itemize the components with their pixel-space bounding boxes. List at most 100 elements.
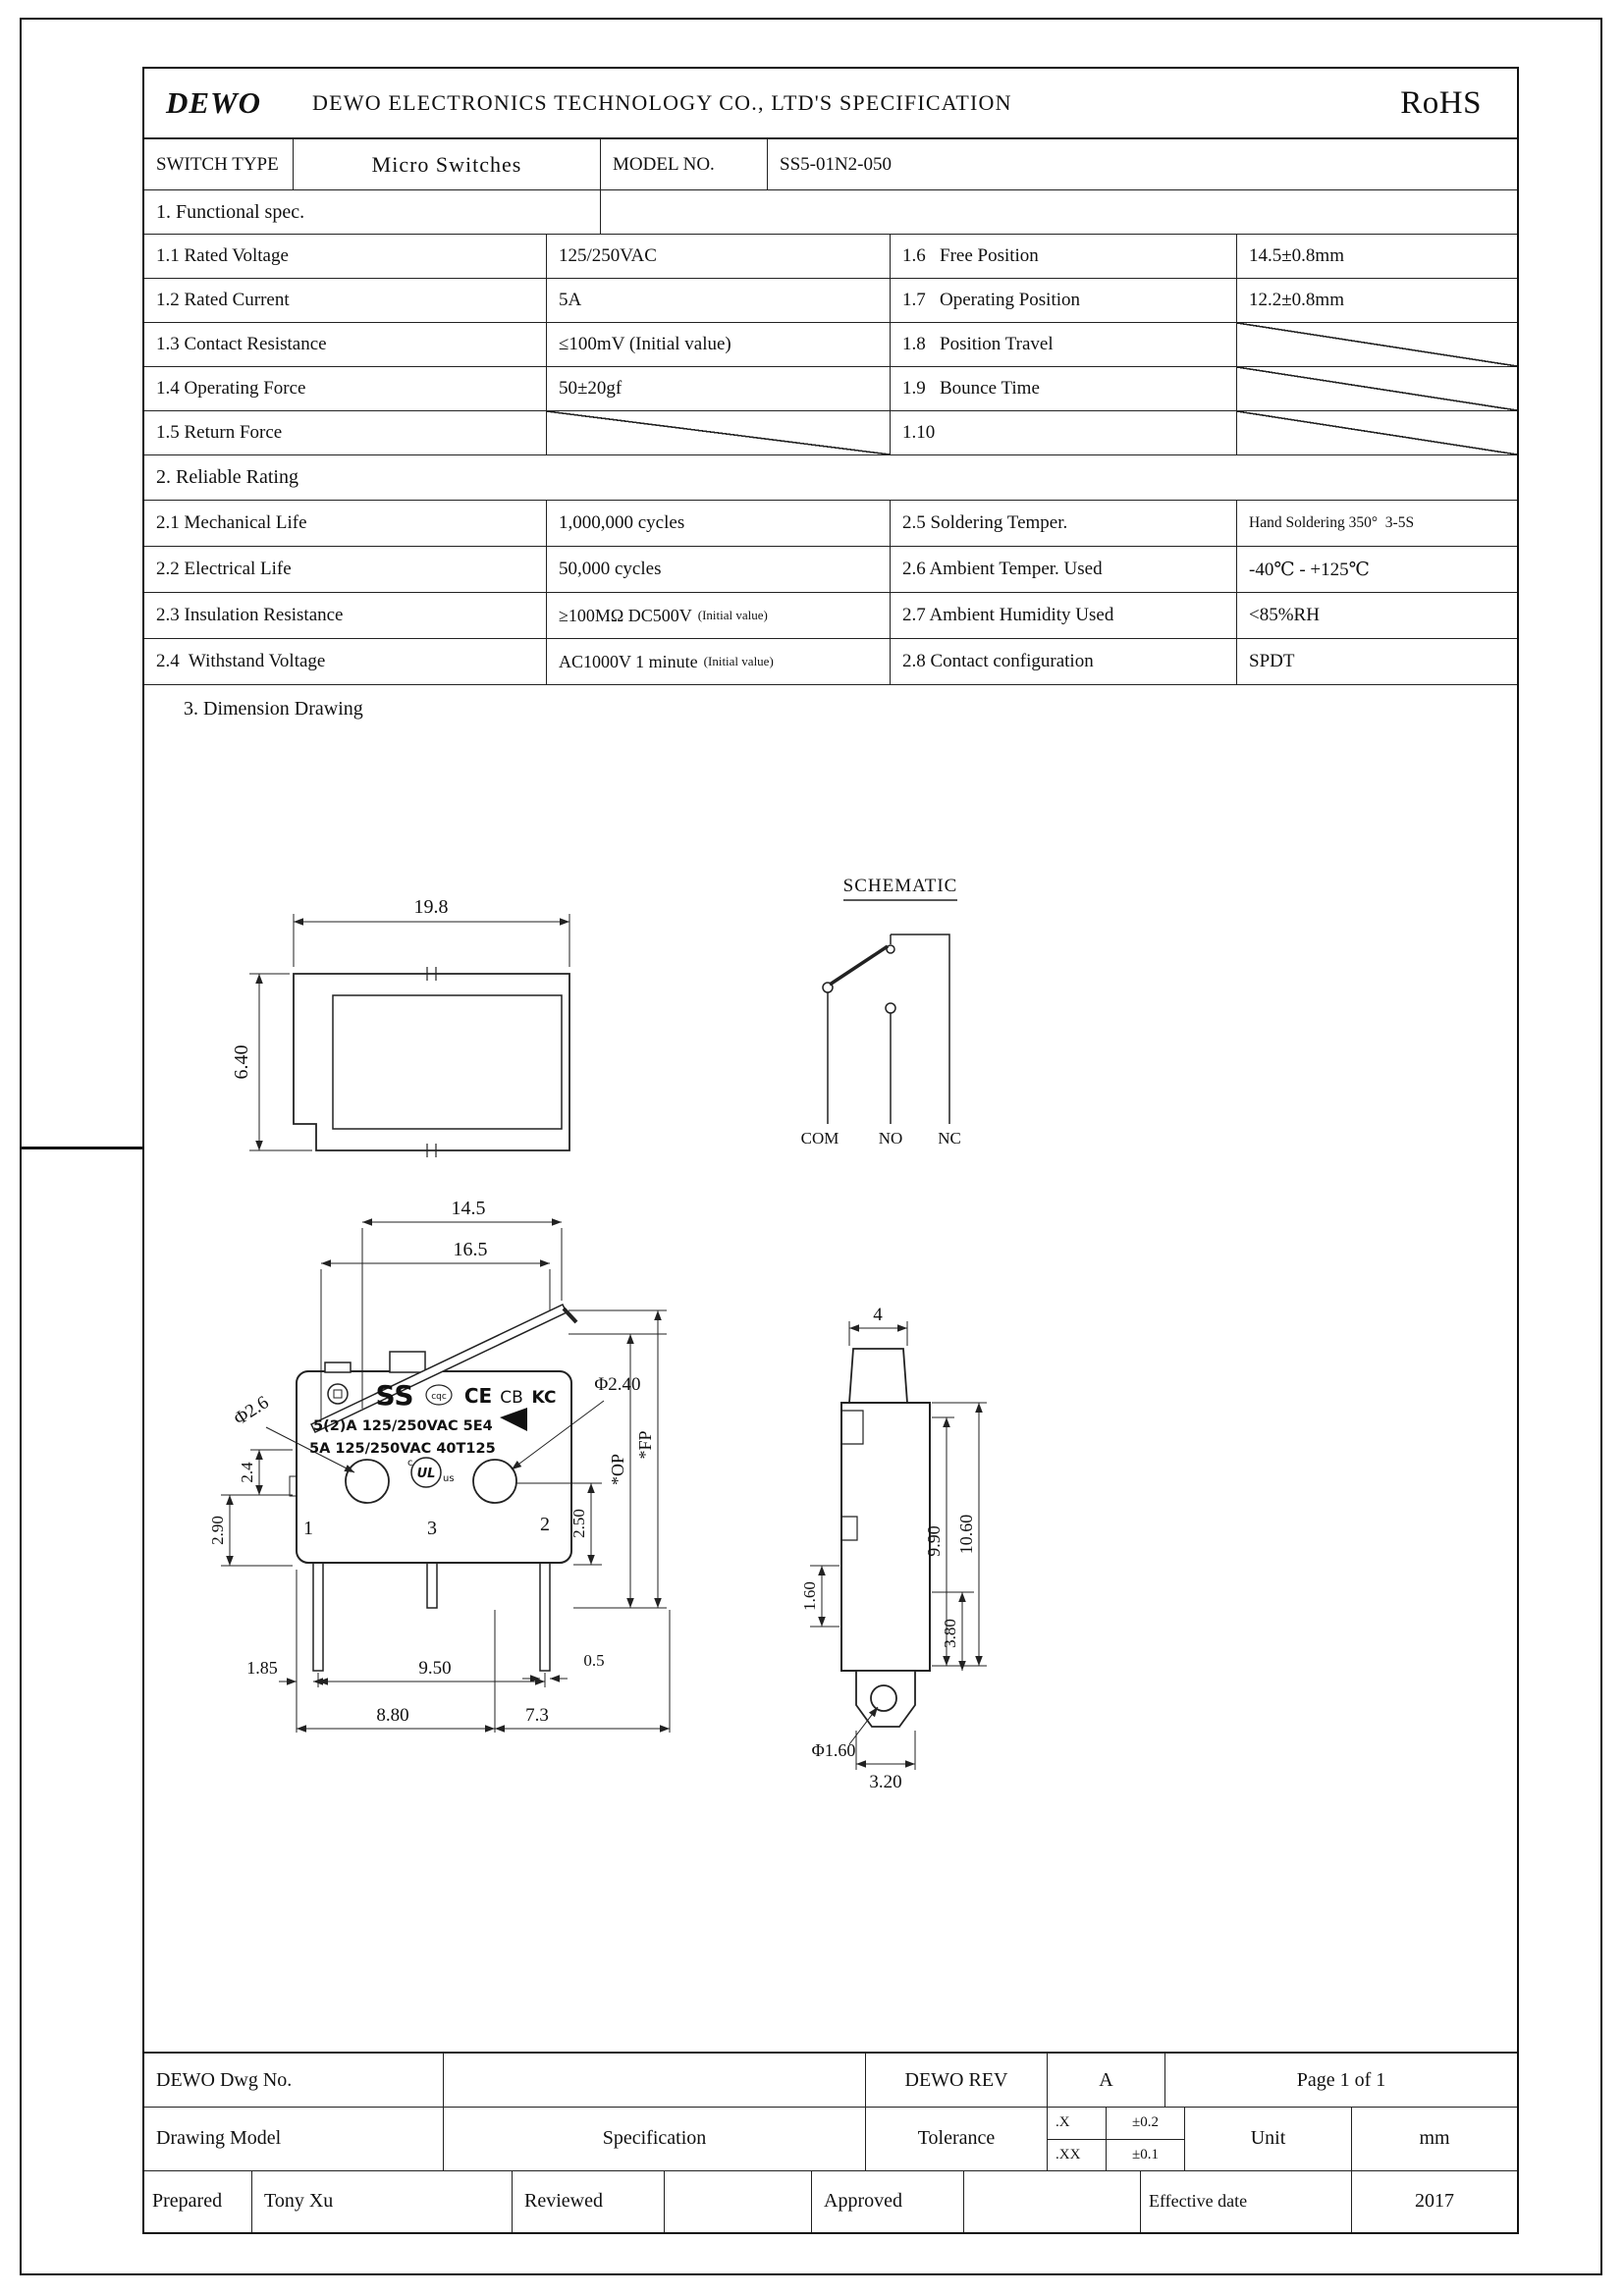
cqc-mark: cqc [431, 1392, 447, 1402]
model-no-value: SS5-01N2-050 [780, 153, 893, 175]
pin-2-number: 2 [540, 1514, 550, 1535]
spec-value: 125/250VAC [547, 235, 891, 278]
front-dim-2-50: 2.50 [569, 1509, 588, 1538]
cb-mark: CB [500, 1388, 523, 1408]
side-dim-3-20: 3.20 [869, 1772, 901, 1792]
spec-value: ≥100MΩ DC500V (Initial value) [547, 593, 891, 638]
tol-x-value: ±0.2 [1132, 2114, 1159, 2131]
spec-label: 1.6 Free Position [891, 235, 1237, 278]
rev-label: DEWO REV [866, 2054, 1048, 2107]
spec-row-2-1: 2.1 Mechanical Life 1,000,000 cycles 2.5… [144, 501, 1517, 547]
reviewed-value [665, 2170, 812, 2232]
com-label: COM [801, 1129, 839, 1148]
pin-3-number: 3 [427, 1518, 437, 1539]
spec-value-text: AC1000V 1 minute [559, 651, 698, 671]
com-terminal [822, 982, 834, 993]
profile-width-dim: 19.8 [414, 896, 449, 918]
spec-value: 50,000 cycles [547, 547, 891, 592]
lever-contact [829, 944, 889, 987]
side-foot [855, 1670, 916, 1728]
page-number: Page 1 of 1 [1296, 2068, 1386, 2091]
spec-value: -40℃ - +125℃ [1249, 559, 1370, 580]
unit-value: mm [1419, 2127, 1450, 2150]
op-dim: *OP [608, 1454, 627, 1485]
front-dim-7-3: 7.3 [525, 1705, 549, 1726]
front-dim-0-5: 0.5 [583, 1651, 604, 1670]
front-dim-8-80: 8.80 [376, 1705, 408, 1726]
ul-us-mark: us [443, 1473, 455, 1484]
spec-row-2-4: 2.4 Withstand Voltage AC1000V 1 minute (… [144, 639, 1517, 685]
plunger [389, 1351, 426, 1373]
spec-label: 2.7 Ambient Humidity Used [891, 593, 1237, 638]
rating-line-1: 5(2)A 125/250VAC 5E4 [313, 1418, 493, 1434]
section2-title-row: 2. Reliable Rating [144, 455, 1517, 501]
spec-value: 14.5±0.8mm [1249, 245, 1344, 266]
page-title: DEWO ELECTRONICS TECHNOLOGY CO., LTD'S S… [312, 90, 1012, 115]
approved-label: Approved [812, 2170, 964, 2232]
spec-row-2-3: 2.3 Insulation Resistance ≥100MΩ DC500V … [144, 593, 1517, 639]
spec-value-blank [1237, 367, 1517, 410]
terminal-pin-2 [539, 1562, 551, 1672]
dwg-no-label: DEWO Dwg No. [144, 2054, 444, 2107]
spec-value-note: (Initial value) [697, 608, 768, 622]
spec-label: 2.1 Mechanical Life [144, 501, 547, 546]
spec-label: 1.8 Position Travel [891, 323, 1237, 366]
spec-value: SPDT [1249, 651, 1295, 671]
prepared-value: Tony Xu [252, 2170, 513, 2232]
spec-value-note: (Initial value) [703, 654, 774, 668]
fp-dim: *FP [635, 1430, 655, 1459]
spec-label: 2.2 Electrical Life [144, 547, 547, 592]
side-view-drawing: 4 9.90 10.60 3.80 [800, 1305, 987, 1792]
spec-row-1-4: 1.4 Operating Force 50±20gf 1.9 Bounce T… [144, 367, 1517, 411]
spec-label: 2.4 Withstand Voltage [144, 639, 547, 684]
spec-label: 2.3 Insulation Resistance [144, 593, 547, 638]
tolerance-row-xx: .XX ±0.1 [1048, 2138, 1184, 2170]
switch-profile-inner [332, 994, 563, 1130]
model-row: SWITCH TYPE Micro Switches MODEL NO. SS5… [144, 139, 1517, 190]
margin-fold-line [20, 1147, 144, 1149]
front-dim-14-5: 14.5 [452, 1198, 486, 1219]
tol-xx-value: ±0.1 [1132, 2146, 1159, 2163]
tolerance-label: Tolerance [866, 2108, 1048, 2170]
section2-title: 2. Reliable Rating [156, 466, 298, 488]
spec-label: 1.9 Bounce Time [891, 367, 1237, 410]
spec-label: 1.1 Rated Voltage [144, 235, 547, 278]
ul-mark-icon [410, 1457, 442, 1488]
side-dim-4: 4 [873, 1305, 883, 1325]
model-no-label: MODEL NO. [601, 139, 768, 189]
reviewed-label: Reviewed [513, 2170, 665, 2232]
rohs-mark: RoHS [1400, 84, 1482, 121]
spec-table: DEWO DEWO ELECTRONICS TECHNOLOGY CO., LT… [142, 67, 1519, 2234]
no-label: NO [879, 1129, 903, 1148]
spec-value: Hand Soldering 350° 3-5S [1249, 514, 1415, 531]
terminal-pin-1 [312, 1562, 324, 1672]
front-dim-1-85: 1.85 [246, 1658, 278, 1678]
front-view-drawing: SS cqc CE CB KC 5(2)A 125/250VAC 5E4 5A … [208, 1198, 671, 1733]
spec-row-1-2: 1.2 Rated Current 5A 1.7 Operating Posit… [144, 279, 1517, 323]
approved-value [964, 2170, 1141, 2232]
ul-c-mark: c [407, 1458, 413, 1468]
fixed-contact [886, 944, 895, 954]
spec-value-blank [1237, 411, 1517, 454]
cqc-mark-icon [425, 1384, 453, 1406]
dimension-drawing: 19.8 6.40 SCHEMATIC COM NO NC [208, 876, 987, 1792]
effective-date-label: Effective date [1141, 2170, 1352, 2232]
spec-label: 1.7 Operating Position [891, 279, 1237, 322]
brand-mark: SS [375, 1379, 413, 1412]
spec-value: AC1000V 1 minute (Initial value) [547, 639, 891, 684]
effective-date-value: 2017 [1415, 2190, 1454, 2212]
side-dim-10-60: 10.60 [956, 1515, 976, 1555]
tol-x-label: .X [1048, 2108, 1107, 2139]
ul-mark: UL [417, 1467, 436, 1481]
schematic-title: SCHEMATIC [843, 876, 958, 896]
spec-label: 2.6 Ambient Temper. Used [891, 547, 1237, 592]
spec-value-blank [547, 411, 891, 454]
spec-value: 1,000,000 cycles [547, 501, 891, 546]
left-hole-dia: Φ2.6 [231, 1392, 273, 1429]
front-dim-2-4: 2.4 [238, 1462, 256, 1483]
header-row: DEWO DEWO ELECTRONICS TECHNOLOGY CO., LT… [144, 69, 1517, 139]
kc-mark: KC [532, 1388, 557, 1408]
front-dim-9-50: 9.50 [418, 1658, 451, 1679]
front-dim-16-5: 16.5 [454, 1239, 488, 1260]
